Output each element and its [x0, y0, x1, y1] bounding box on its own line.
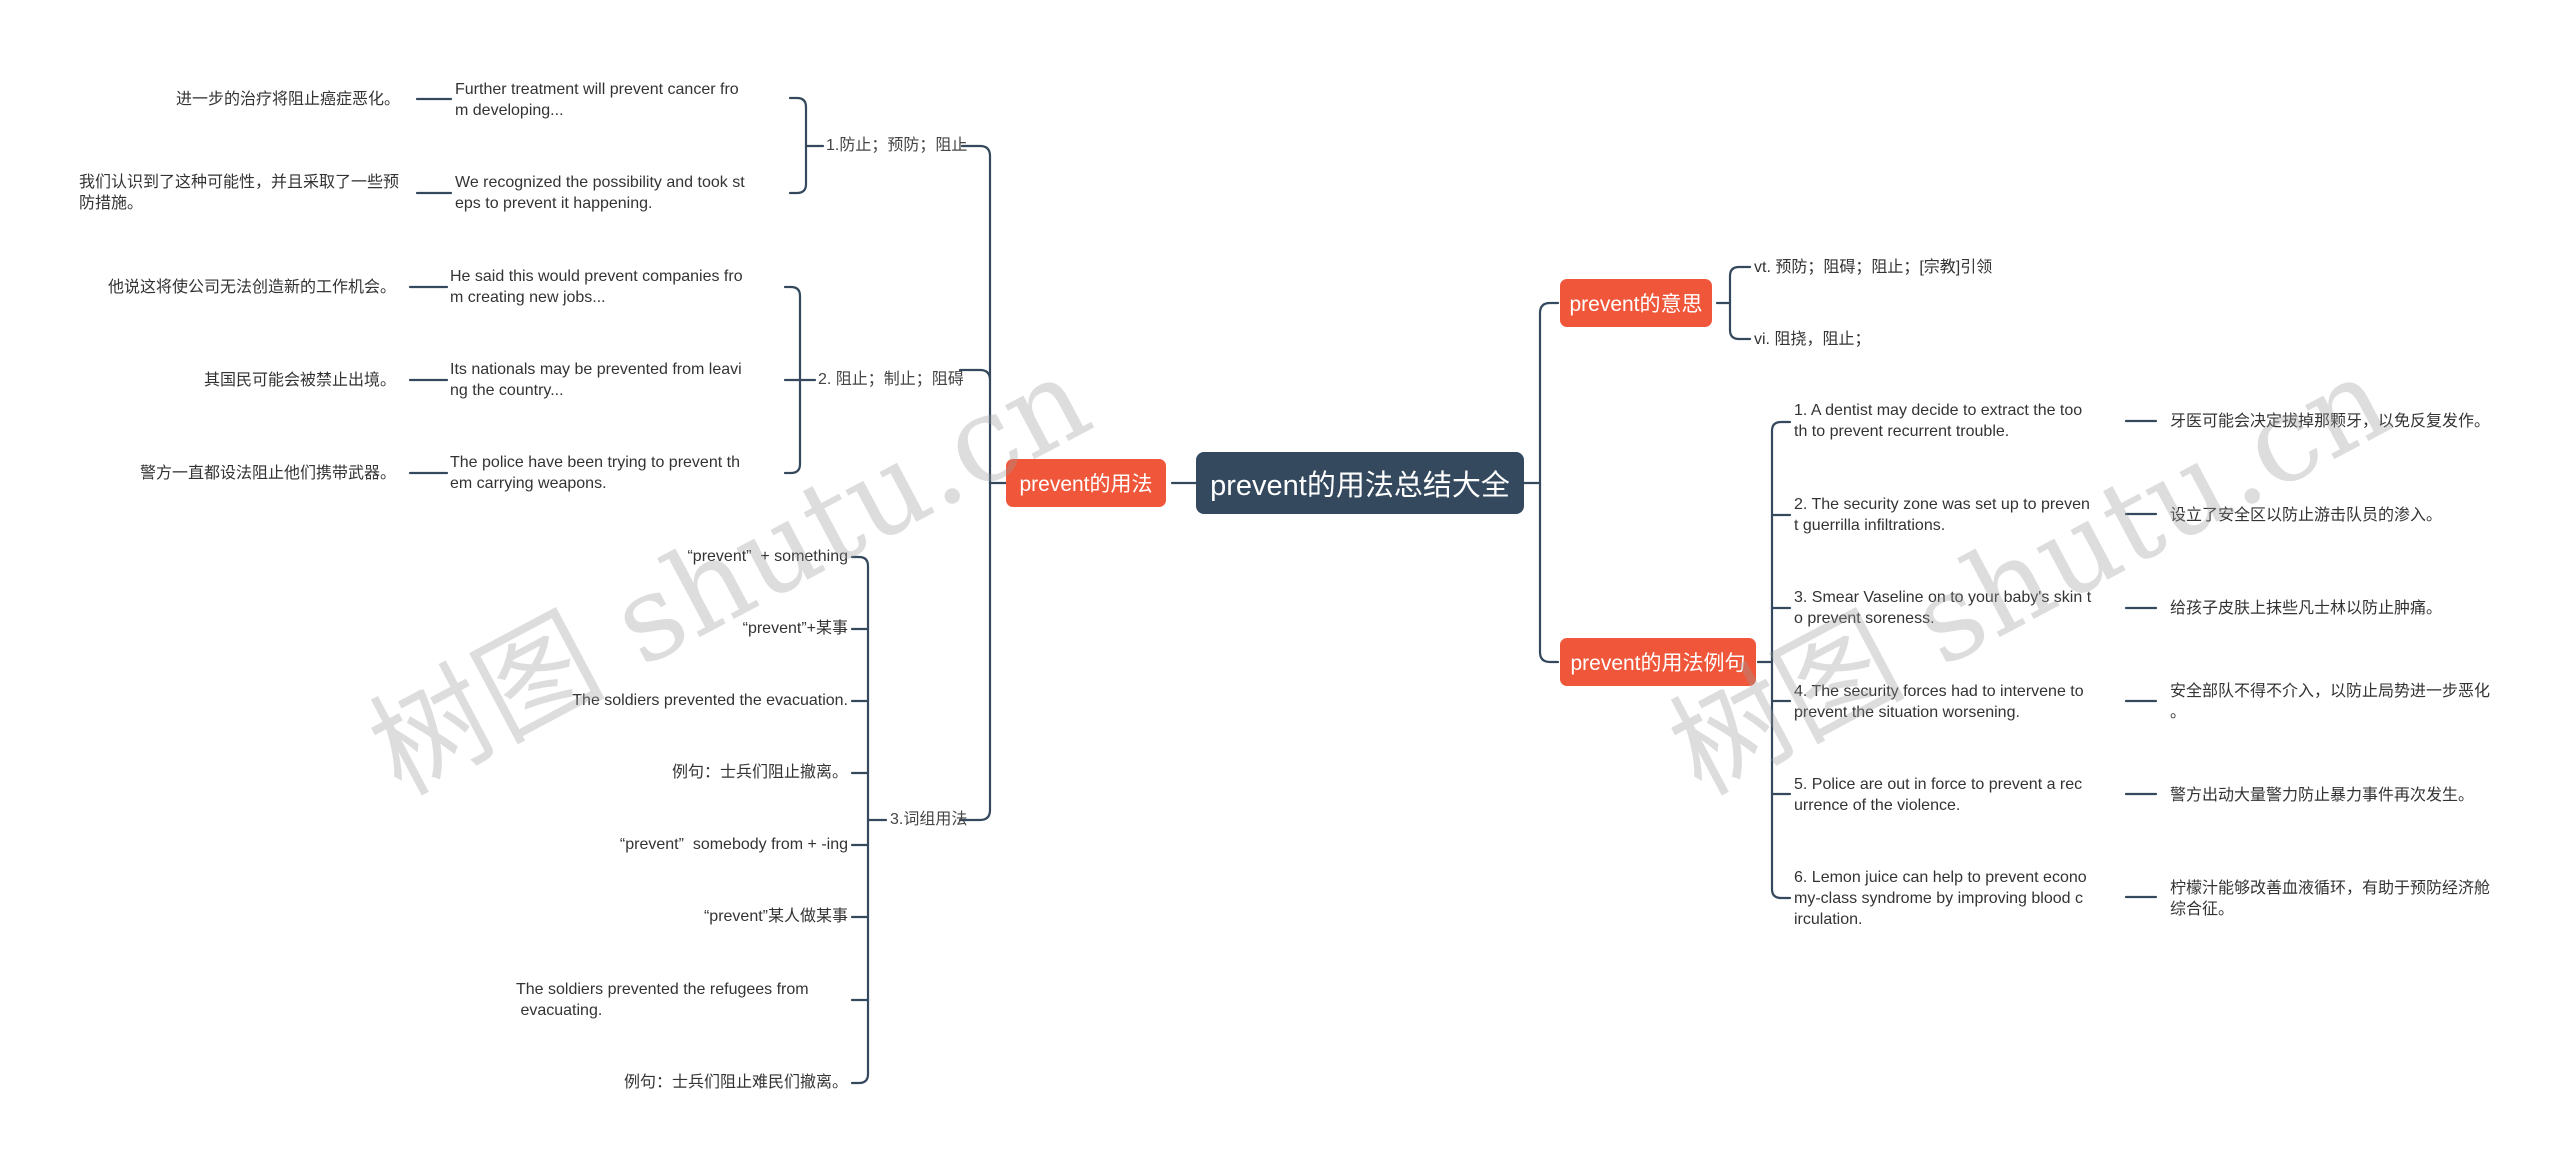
phrase-item[interactable]: “prevent”某人做某事: [703, 908, 848, 925]
example-en[interactable]: 5. Police are out in force to prevent a …: [1794, 776, 2083, 814]
example-zh[interactable]: 警方出动大量警力防止暴力事件再次发生。: [2170, 787, 2475, 804]
subtopic-prevent-stop[interactable]: 1.防止；预防；阻止: [826, 137, 968, 154]
example-en[interactable]: The police have been trying to prevent t…: [450, 454, 740, 492]
phrase-item[interactable]: “prevent” somebody from + -ing: [619, 836, 848, 853]
subtopic-prevent-hinder[interactable]: 2. 阻止；制止；阻碍: [818, 371, 964, 388]
example-zh[interactable]: 安全部队不得不介入，以防止局势进一步恶化 。: [2170, 683, 2491, 721]
branch-usage[interactable]: prevent的用法: [1006, 459, 1166, 507]
root-topic[interactable]: prevent的用法总结大全: [1196, 452, 1524, 514]
phrase-item[interactable]: 例句：士兵们阻止难民们撤离。: [623, 1074, 848, 1091]
example-en[interactable]: 2. The security zone was set up to preve…: [1794, 496, 2090, 534]
example-zh[interactable]: 我们认识到了这种可能性，并且采取了一些预 防措施。: [79, 174, 400, 212]
meaning-item[interactable]: vi. 阻挠，阻止；: [1754, 331, 1871, 348]
example-en[interactable]: We recognized the possibility and took s…: [455, 174, 745, 212]
phrase-item[interactable]: “prevent”+某事: [742, 620, 848, 637]
example-en[interactable]: 6. Lemon juice can help to prevent econo…: [1794, 869, 2087, 928]
example-zh[interactable]: 牙医可能会决定拔掉那颗牙，以免反复发作。: [2170, 413, 2491, 430]
phrase-item[interactable]: The soldiers prevented the refugees from…: [516, 981, 809, 1019]
example-en[interactable]: 1. A dentist may decide to extract the t…: [1794, 402, 2083, 440]
example-en[interactable]: 4. The security forces had to intervene …: [1794, 683, 2084, 721]
example-en[interactable]: 3. Smear Vaseline on to your baby's skin…: [1794, 589, 2092, 627]
example-zh[interactable]: 其国民可能会被禁止出境。: [203, 372, 396, 389]
example-zh[interactable]: 他说这将使公司无法创造新的工作机会。: [107, 279, 396, 296]
meaning-item[interactable]: vt. 预防；阻碍；阻止；[宗教]引领: [1754, 259, 1993, 276]
example-en[interactable]: Its nationals may be prevented from leav…: [450, 361, 742, 399]
subtopic-phrase-usage[interactable]: 3.词组用法: [890, 811, 968, 828]
example-zh[interactable]: 柠檬汁能够改善血液循环，有助于预防经济舱 综合征。: [2170, 880, 2491, 918]
example-zh[interactable]: 设立了安全区以防止游击队员的渗入。: [2170, 507, 2443, 524]
example-zh[interactable]: 进一步的治疗将阻止癌症恶化。: [175, 91, 400, 108]
example-en[interactable]: Further treatment will prevent cancer fr…: [455, 81, 739, 119]
example-zh[interactable]: 警方一直都设法阻止他们携带武器。: [139, 465, 396, 482]
phrase-item[interactable]: “prevent” + something: [687, 548, 848, 565]
example-zh[interactable]: 给孩子皮肤上抹些凡士林以防止肿痛。: [2170, 600, 2443, 617]
branch-examples[interactable]: prevent的用法例句: [1560, 638, 1756, 686]
phrase-item[interactable]: The soldiers prevented the evacuation.: [572, 692, 848, 709]
example-en[interactable]: He said this would prevent companies fro…: [450, 268, 743, 306]
phrase-item[interactable]: 例句：士兵们阻止撤离。: [671, 764, 848, 781]
branch-meaning[interactable]: prevent的意思: [1560, 279, 1712, 327]
